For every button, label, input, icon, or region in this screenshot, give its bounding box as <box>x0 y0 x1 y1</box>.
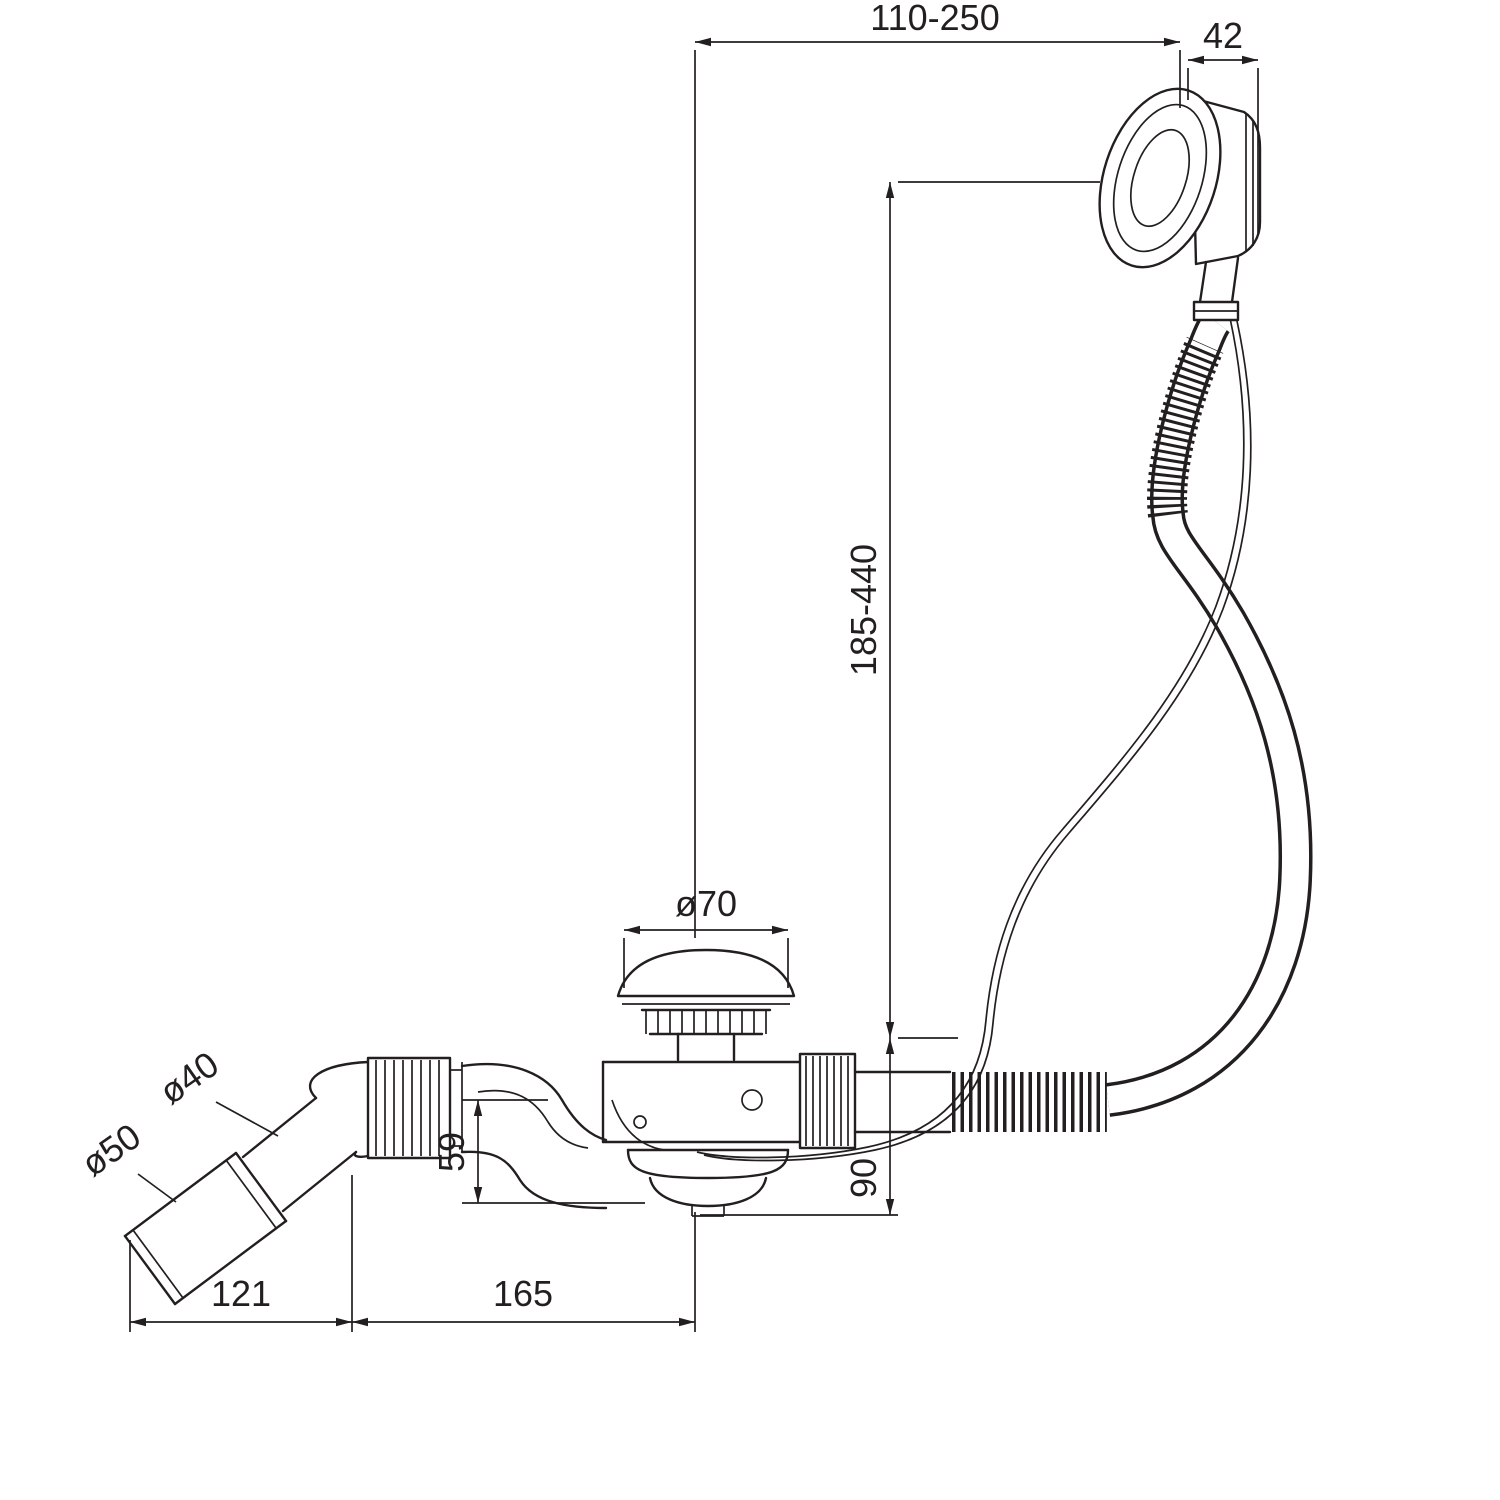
union-nut <box>366 1056 452 1160</box>
dimension-cable-height: 185-440 <box>843 181 1100 1039</box>
head-stem-right <box>1230 256 1240 304</box>
sleeve-ring-1 <box>234 1151 288 1223</box>
dimension-plug-diameter: ø70 <box>623 883 789 988</box>
body-mechanism-pivot <box>633 1115 647 1129</box>
dim-165-label: 165 <box>493 1273 553 1314</box>
head-cap-middle <box>1112 103 1208 253</box>
dim-121-label: 121 <box>211 1273 271 1314</box>
sleeve-upper-edge <box>123 1151 238 1238</box>
head-cap-inner <box>1129 128 1191 228</box>
waste-drain-body <box>601 1052 952 1217</box>
flexible-overflow-hose <box>952 311 1313 1132</box>
dimension-pipe-diameters: ø40 ø50 <box>74 1043 279 1203</box>
cable-line-outer <box>696 317 1245 1159</box>
base-flange-rim <box>626 1148 790 1180</box>
sleeve-ring-2 <box>225 1159 277 1229</box>
arm-inner-curve <box>477 1089 589 1149</box>
pipe-lower-edge <box>281 1150 358 1213</box>
hose-corrugated-upper-section <box>1147 336 1224 518</box>
dimension-outlet-depth: 90 <box>700 1038 898 1216</box>
drain-plug <box>616 948 796 1062</box>
sleeve-end-cap <box>123 1234 177 1306</box>
base-dish <box>648 1176 768 1208</box>
dim-59-label: 59 <box>431 1132 472 1172</box>
hose-interior <box>1106 313 1310 1114</box>
body-pivot-hole <box>741 1089 763 1111</box>
dim-90-label: 90 <box>843 1158 884 1198</box>
dimension-body-length: 165 <box>352 1212 696 1332</box>
dimension-head-width: 42 <box>1187 15 1259 235</box>
dimension-elbow-offset: 121 <box>129 1175 353 1332</box>
plug-dome <box>616 948 796 998</box>
overflow-cable-head <box>1098 87 1262 322</box>
union-nut-knurling <box>375 1060 440 1156</box>
dim-50-label: ø50 <box>74 1115 148 1184</box>
dim-185-440-label: 185-440 <box>843 544 884 676</box>
dimension-top-span: 110-250 <box>694 0 1181 938</box>
plug-knurling <box>645 1010 767 1034</box>
union-nut-and-arm <box>366 1056 608 1210</box>
pipe-diameter-leader <box>215 1101 279 1137</box>
coupling-nut-knurling <box>805 1056 849 1146</box>
outlet-elbow-pipe <box>123 1060 370 1306</box>
dim-70-label: ø70 <box>675 883 737 924</box>
control-cable <box>696 317 1252 1162</box>
sleeve-end-ring <box>132 1229 184 1299</box>
dimension-trap-height: 59 <box>431 1099 645 1204</box>
pipe-upper-edge <box>241 1096 318 1159</box>
elbow-outer-edge <box>309 1060 370 1100</box>
sleeve-lower-edge <box>173 1219 288 1306</box>
dim-42-label: 42 <box>1203 15 1243 56</box>
dim-110-250-label: 110-250 <box>870 0 999 38</box>
arm-upper-edge <box>460 1062 608 1142</box>
cable-line-inner <box>703 320 1252 1162</box>
body-mechanism-detail <box>611 1099 665 1151</box>
sleeve-diameter-leader <box>137 1173 177 1203</box>
arm-lower-edge <box>460 1150 608 1210</box>
dim-40-label: ø40 <box>152 1043 226 1112</box>
head-stem-left <box>1198 260 1208 304</box>
